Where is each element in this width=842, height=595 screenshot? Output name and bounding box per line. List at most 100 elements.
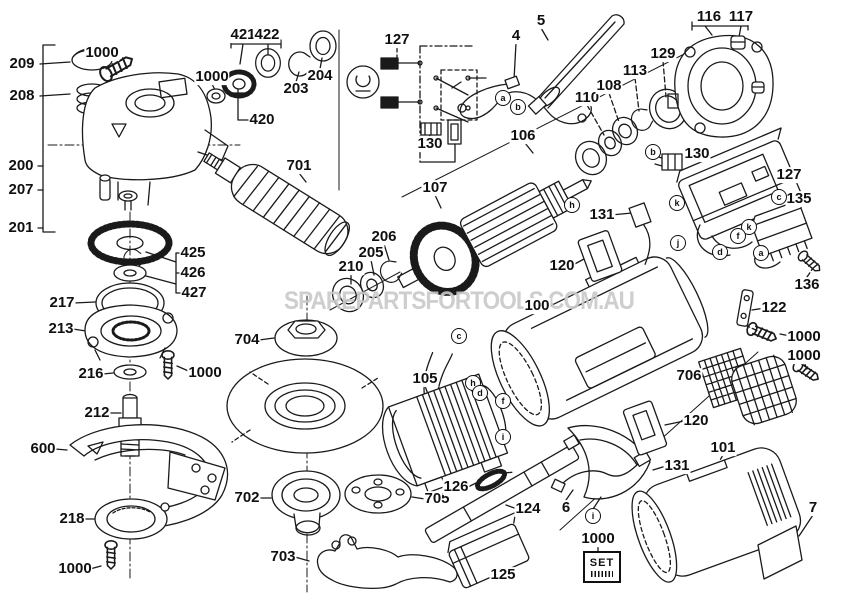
part-label-130: 130: [416, 135, 444, 153]
callout-letter-a: a: [753, 245, 769, 261]
callout-letter-d: d: [712, 244, 728, 260]
part-label-203: 203: [282, 80, 310, 98]
callout-letter-h: h: [564, 197, 580, 213]
spindle-nut-1000-drawing: [206, 88, 226, 104]
washer-205-drawing: [359, 271, 385, 299]
part-label-420: 420: [248, 111, 276, 129]
part-label-600: 600: [29, 440, 57, 458]
part-label-201: 201: [7, 219, 35, 237]
callout-letter-b: b: [645, 144, 661, 160]
wiring-schematic-drawing: [346, 45, 487, 163]
part-label-117: 117: [727, 8, 755, 26]
grinding-disc-drawing: [226, 358, 384, 454]
part-label-7: 7: [807, 499, 819, 517]
part-label-200: 200: [7, 157, 35, 175]
part-label-422: 422: [253, 26, 281, 44]
bearing-plate-116-drawing: [667, 34, 774, 138]
part-label-217: 217: [48, 294, 76, 312]
part-label-136: 136: [793, 276, 821, 294]
side-handle-701-drawing: [203, 152, 350, 257]
part-label-105: 105: [411, 370, 439, 388]
set-kit-label: SET: [589, 556, 615, 569]
part-label-126: 126: [442, 478, 470, 496]
brush-holder-120-top-drawing: [577, 230, 623, 282]
part-label-129: 129: [649, 45, 677, 63]
callout-letter-f: f: [495, 393, 511, 409]
part-label-1000: 1000: [580, 530, 616, 548]
part-label-206: 206: [370, 228, 398, 246]
part-label-207: 207: [7, 181, 35, 199]
motor-housing-100-drawing: [490, 256, 709, 427]
lead-wire-131-bottom-drawing: [550, 450, 652, 510]
flange-705-drawing: [344, 474, 412, 514]
callout-letter-d: d: [472, 385, 488, 401]
part-label-426: 426: [179, 264, 207, 282]
part-label-704: 704: [233, 331, 261, 349]
part-label-113: 113: [621, 62, 649, 80]
callout-letter-f: f: [730, 228, 746, 244]
part-label-130: 130: [683, 145, 711, 163]
part-label-125: 125: [489, 566, 517, 584]
spring-126-drawing: [474, 468, 513, 492]
switch-127-drawing: [676, 127, 802, 240]
washer-110-drawing: [597, 129, 623, 157]
part-label-1000: 1000: [187, 364, 223, 382]
callout-letter-k: k: [669, 195, 685, 211]
part-label-127: 127: [775, 166, 803, 184]
part-label-212: 212: [83, 404, 111, 422]
part-label-1000: 1000: [194, 68, 230, 86]
part-label-110: 110: [573, 89, 601, 107]
part-label-703: 703: [269, 548, 297, 566]
callout-letter-a: a: [495, 90, 511, 106]
part-label-6: 6: [560, 499, 572, 517]
washer-201-drawing: [118, 190, 138, 211]
part-label-108: 108: [595, 77, 623, 95]
part-label-127: 127: [383, 31, 411, 49]
plug-207-drawing: [99, 174, 111, 201]
callout-letter-j: j: [670, 235, 686, 251]
field-coil-105-drawing: [381, 351, 509, 494]
part-label-702: 702: [233, 489, 261, 507]
pin-spanner-703-drawing: [316, 534, 458, 589]
callout-letter-b: b: [510, 99, 526, 115]
callout-letter-k: k: [741, 219, 757, 235]
baffle-6-drawing: [567, 424, 651, 500]
part-label-213: 213: [47, 320, 75, 338]
clamp-nut-704-drawing: [274, 319, 338, 357]
bumpers-117-drawing: [730, 35, 765, 94]
part-label-116: 116: [695, 8, 723, 26]
part-label-124: 124: [514, 500, 542, 518]
part-label-210: 210: [337, 258, 365, 276]
clamp-ring-218-drawing: [94, 498, 170, 540]
part-label-1000: 1000: [786, 347, 822, 365]
part-label-1000: 1000: [57, 560, 93, 578]
part-label-1000: 1000: [786, 328, 822, 346]
name-plate-7-drawing: [757, 525, 803, 580]
part-label-706: 706: [675, 367, 703, 385]
part-label-421: 421: [229, 26, 257, 44]
brush-cover-706-drawing: [698, 347, 797, 426]
watermark: SPAREPARTSFORTOOLS.COM.AU: [284, 287, 635, 315]
part-label-216: 216: [77, 365, 105, 383]
bearing-106-drawing: [574, 140, 608, 176]
lead-wires-4-drawing: [457, 75, 592, 125]
part-label-427: 427: [180, 284, 208, 302]
part-label-122: 122: [760, 299, 788, 317]
part-label-5: 5: [535, 12, 547, 30]
part-label-204: 204: [306, 67, 334, 85]
part-label-120: 120: [548, 257, 576, 275]
washer-216-drawing: [113, 364, 147, 380]
part-label-4: 4: [510, 27, 522, 45]
part-label-209: 209: [8, 55, 36, 73]
set-kit-mini-grinder-icon: [591, 570, 613, 577]
flange-702-drawing: [271, 470, 341, 536]
power-cord-5-drawing: [527, 14, 625, 115]
brush-holder-120-bottom-drawing: [622, 400, 668, 456]
callout-letter-c: c: [451, 328, 467, 344]
callout-letter-c: c: [771, 189, 787, 205]
part-label-218: 218: [58, 510, 86, 528]
part-label-100: 100: [523, 297, 551, 315]
part-label-135: 135: [785, 190, 813, 208]
part-label-701: 701: [285, 157, 313, 175]
